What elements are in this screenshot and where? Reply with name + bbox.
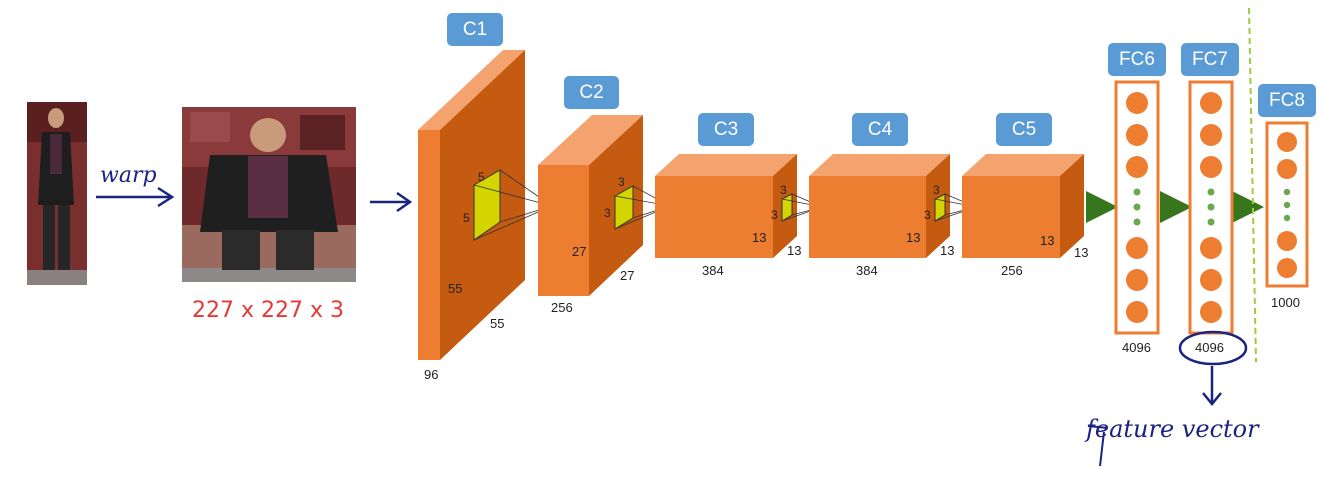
layer-c5: 13 13 256 (962, 154, 1088, 278)
tag-fc6: FC6 (1108, 43, 1166, 76)
input-photo-warped (182, 107, 356, 282)
layer-c2: 3 3 27 27 256 (538, 115, 671, 315)
tag-c5: C5 (996, 113, 1052, 146)
tag-fc8: FC8 (1258, 84, 1316, 117)
cut-line (1248, 7, 1257, 363)
warp-label: warp (100, 163, 157, 188)
c2-kernel-h: 3 (618, 175, 625, 189)
c4-depth: 384 (856, 263, 878, 278)
c3-width: 13 (787, 243, 801, 258)
fc7-size-circle (1178, 330, 1248, 366)
c1-kernel-w: 5 (463, 211, 470, 225)
c5-width: 13 (1074, 245, 1088, 260)
tag-c4: C4 (852, 113, 908, 146)
feature-vector-label: feature vector (1084, 415, 1260, 443)
c2-height: 27 (572, 244, 586, 259)
warp-arrow: warp (96, 163, 175, 208)
c1-height: 55 (448, 281, 462, 296)
layer-c1: 5 5 55 55 96 (418, 50, 553, 382)
c2-depth: 256 (551, 300, 573, 315)
c2-kernel-w: 3 (604, 206, 611, 220)
c3-height: 13 (752, 230, 766, 245)
arrow-to-c1 (370, 191, 413, 213)
c4-kernel-h: 3 (933, 183, 940, 197)
c3-kernel-w: 3 (771, 208, 778, 222)
tag-c1: C1 (447, 13, 503, 46)
c2-width: 27 (620, 268, 634, 283)
fc8-size: 1000 (1271, 295, 1300, 310)
c1-width: 55 (490, 316, 504, 331)
feature-vector-annotation: feature vector (1084, 330, 1260, 467)
layer-fc7: 4096 (1188, 80, 1234, 355)
c4-width: 13 (940, 243, 954, 258)
c1-kernel-h: 5 (478, 170, 485, 184)
input-photo-small (27, 102, 87, 285)
tag-c2: C2 (564, 76, 619, 109)
c1-depth: 96 (424, 367, 438, 382)
layer-fc8: 1000 (1265, 121, 1309, 310)
input-size-label: 227 x 227 x 3 (192, 298, 344, 323)
layer-c3: 3 3 13 13 384 (655, 154, 823, 278)
tag-fc7: FC7 (1181, 43, 1239, 76)
c3-kernel-h: 3 (780, 183, 787, 197)
tag-c3: C3 (698, 113, 754, 146)
layer-fc6: 4096 (1114, 80, 1160, 355)
c4-height: 13 (906, 230, 920, 245)
fc7-size: 4096 (1195, 340, 1224, 355)
fc6-size: 4096 (1122, 340, 1151, 355)
c3-depth: 384 (702, 263, 724, 278)
layer-c4: 3 3 13 13 384 (809, 154, 977, 278)
c4-kernel-w: 3 (924, 208, 931, 222)
c5-depth: 256 (1001, 263, 1023, 278)
c5-height: 13 (1040, 233, 1054, 248)
